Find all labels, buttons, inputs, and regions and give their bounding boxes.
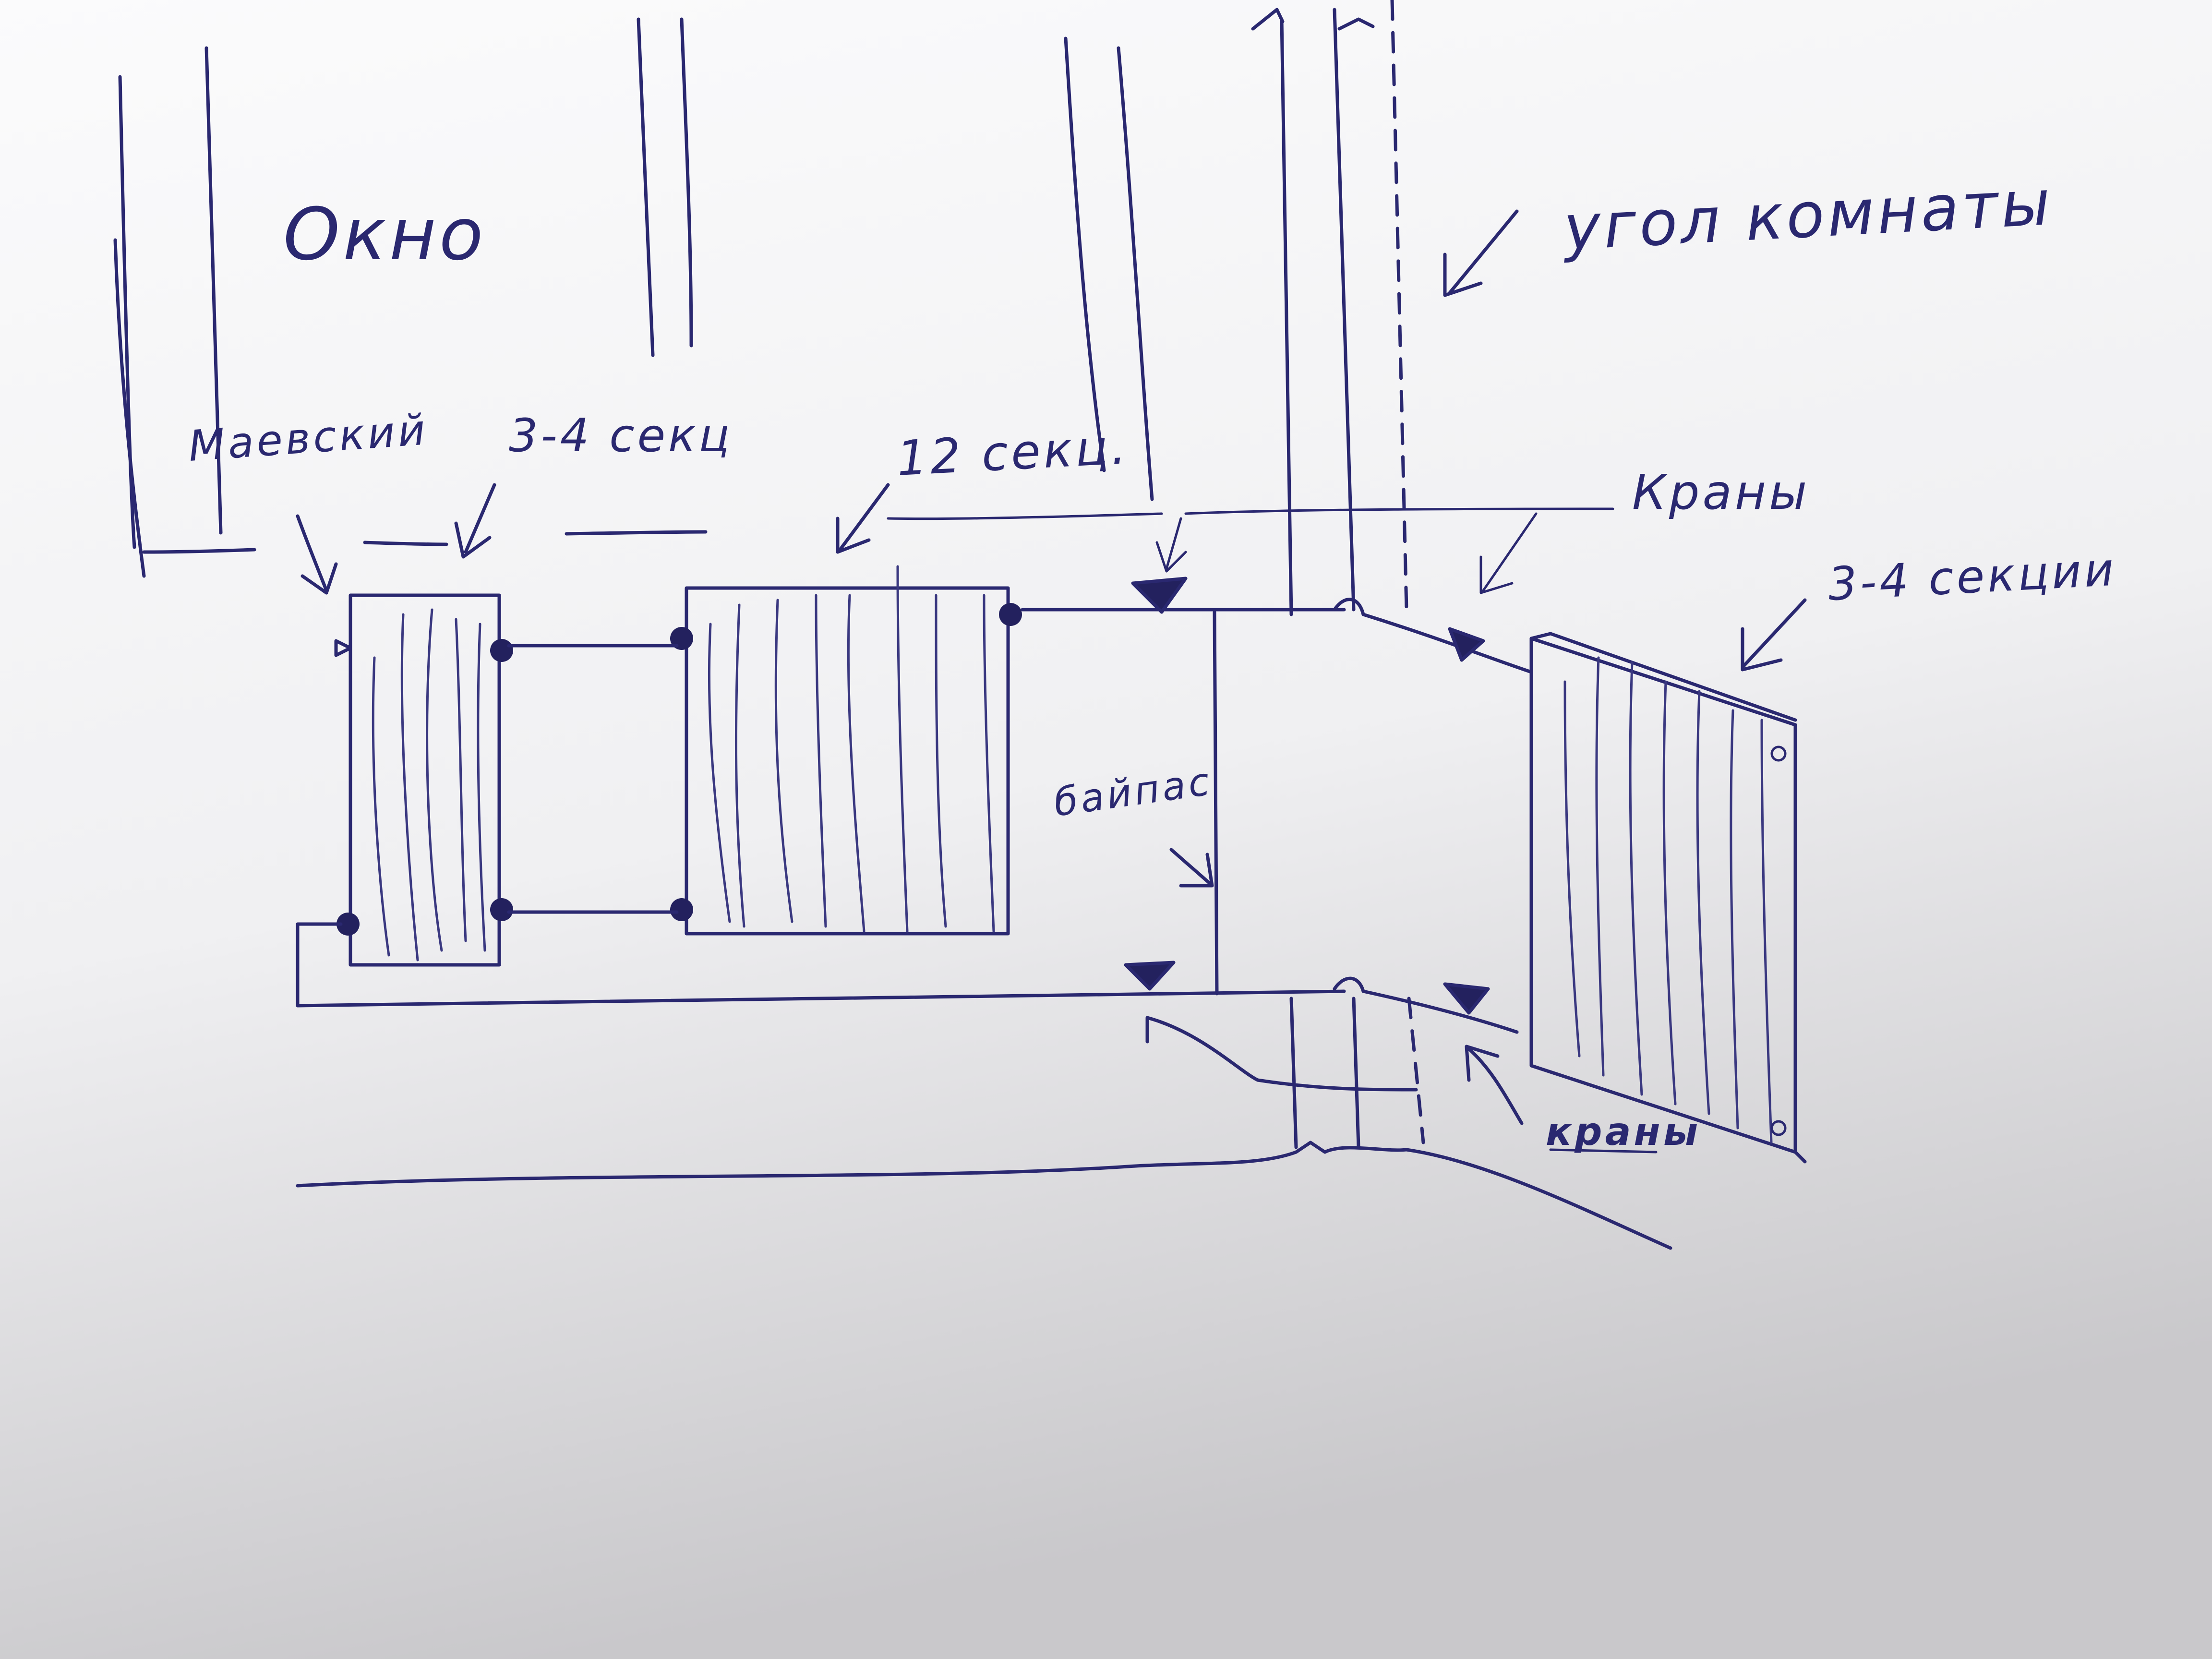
label-right-sections: 3-4 секции bbox=[1827, 543, 2118, 611]
pipes bbox=[296, 598, 1533, 1034]
radiator-middle bbox=[670, 565, 1022, 936]
valve-icon bbox=[1131, 577, 1188, 614]
valves bbox=[1124, 577, 1490, 1015]
valve-icon bbox=[1443, 982, 1490, 1015]
joint-icon bbox=[999, 603, 1022, 626]
valve-icon bbox=[1448, 627, 1485, 662]
window-frame bbox=[113, 17, 1163, 578]
room-corner-lines bbox=[296, 0, 1672, 1250]
radiator-right bbox=[1529, 632, 1807, 1164]
label-mayevsky: Маевский bbox=[187, 405, 430, 471]
joint-icon bbox=[337, 913, 360, 936]
label-window: Окно bbox=[283, 193, 486, 276]
label-room-corner: угол комнаты bbox=[1560, 166, 2055, 264]
air-vent-icon bbox=[334, 639, 352, 657]
label-bypass: байпас bbox=[1051, 759, 1215, 825]
label-valves-bottom: краны bbox=[1546, 1109, 1701, 1154]
air-vent-icon bbox=[1770, 745, 1787, 762]
radiator-left bbox=[334, 593, 513, 967]
joint-icon bbox=[490, 898, 513, 921]
label-middle-sections: 12 секц. bbox=[895, 419, 1130, 487]
joint-icon bbox=[670, 898, 693, 921]
label-left-sections: 3-4 секц bbox=[509, 409, 733, 462]
arrows bbox=[296, 209, 1807, 1154]
joint-icon bbox=[490, 639, 513, 662]
valve-icon bbox=[1124, 961, 1176, 991]
label-valves-top: Краны bbox=[1632, 464, 1810, 520]
air-vent-icon bbox=[1770, 1120, 1787, 1136]
